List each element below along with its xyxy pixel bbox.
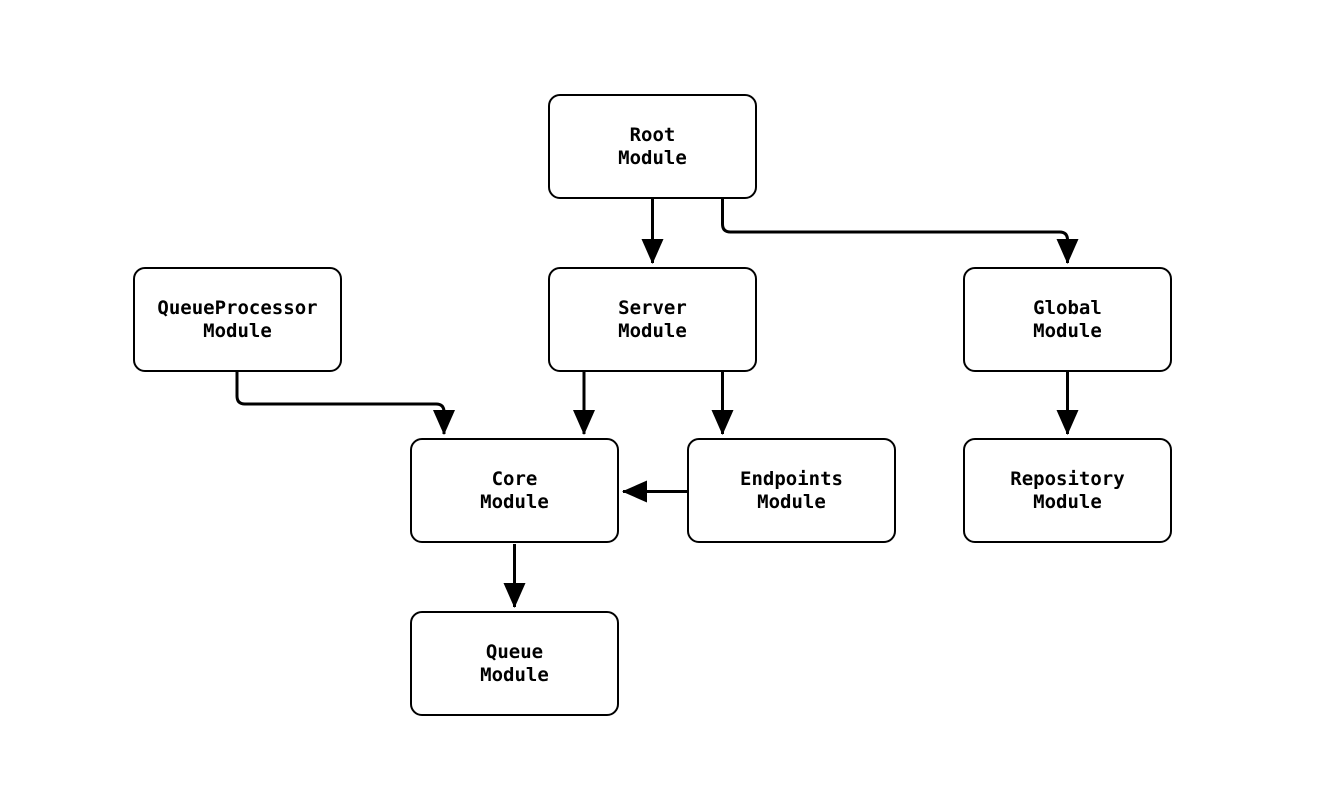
node-core-module-label: Core Module bbox=[480, 467, 549, 513]
node-repository-module: Repository Module bbox=[963, 438, 1172, 543]
edge-queueprocessor-to-core bbox=[235, 372, 455, 435]
node-endpoints-module-label: Endpoints Module bbox=[740, 467, 843, 513]
node-endpoints-module: Endpoints Module bbox=[687, 438, 896, 543]
edge-root-to-global bbox=[721, 197, 1079, 264]
node-queueprocessor-module-label: QueueProcessor Module bbox=[157, 296, 318, 342]
node-root-module: Root Module bbox=[548, 94, 757, 199]
node-core-module: Core Module bbox=[410, 438, 619, 543]
node-queue-module: Queue Module bbox=[410, 611, 619, 716]
node-global-module-label: Global Module bbox=[1033, 296, 1102, 342]
node-global-module: Global Module bbox=[963, 267, 1172, 372]
node-queueprocessor-module: QueueProcessor Module bbox=[133, 267, 342, 372]
node-repository-module-label: Repository Module bbox=[1010, 467, 1125, 513]
node-queue-module-label: Queue Module bbox=[480, 640, 549, 686]
node-server-module: Server Module bbox=[548, 267, 757, 372]
node-server-module-label: Server Module bbox=[618, 296, 687, 342]
node-root-module-label: Root Module bbox=[618, 123, 687, 169]
